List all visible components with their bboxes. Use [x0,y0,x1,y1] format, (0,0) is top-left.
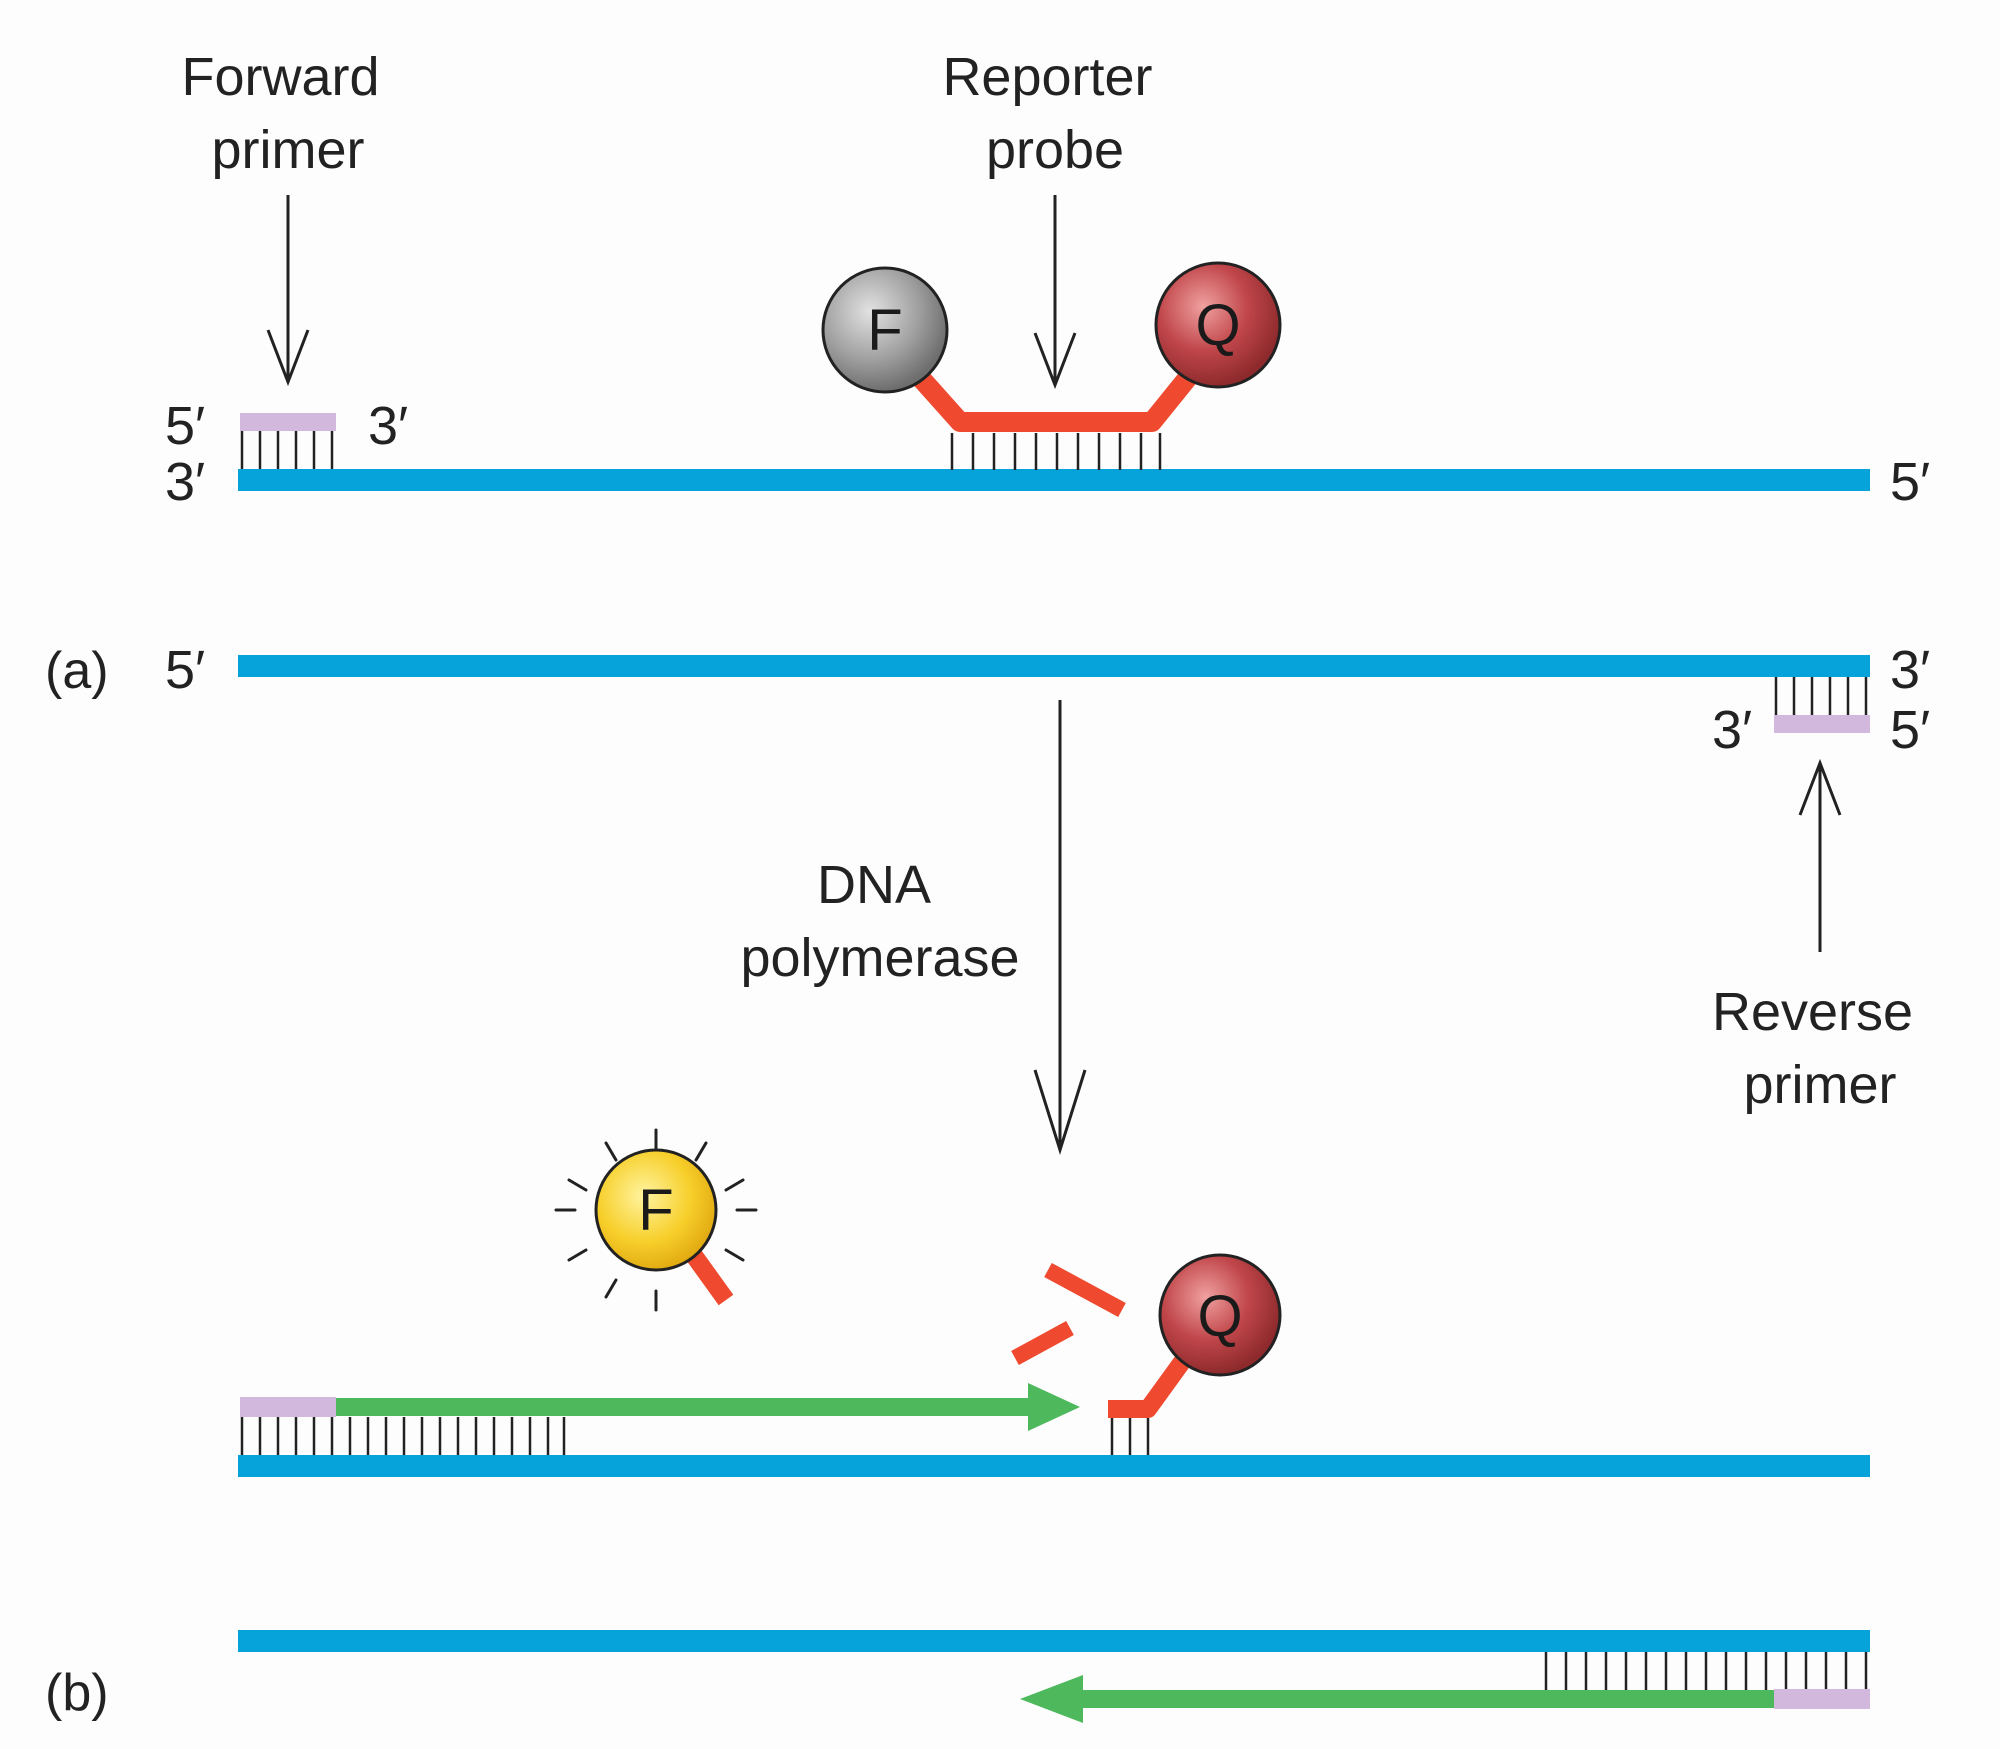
new-strand-forward [336,1398,1036,1416]
released-probe-fragment-fluor [682,1244,734,1306]
fluorophore-label: F [867,298,902,363]
reverse-primer-base-pairs [1774,677,1868,715]
top-strand-primer-5prime: 5′ [165,396,205,456]
forward-primer-3prime: 3′ [368,396,408,456]
forward-primer-label: Forward primer [181,47,394,180]
template-strand-bottom [238,655,1870,677]
remaining-probe [1108,1356,1190,1418]
dna-polymerase-label: DNA polymerase [740,855,1019,988]
reverse-primer-extended [1774,1689,1870,1709]
quencher-label: Q [1195,293,1240,358]
reporter-probe-label: Reporter probe [942,47,1167,180]
probe-base-pairs [950,433,1162,470]
reverse-primer-label: Reverse primer [1712,982,1928,1115]
new-strand-forward-base-pairs [240,1417,566,1457]
bottom-strand-3prime-right: 3′ [1890,640,1930,700]
dna-polymerase-arrowhead [1033,1069,1087,1156]
reverse-primer-3prime: 3′ [1712,700,1752,760]
quencher-bound-label: Q [1197,1284,1242,1349]
template-strand-b-bottom [238,1630,1870,1652]
template-strand-top [238,469,1870,491]
fluorophore-quenched-circle [821,266,949,394]
reporter-probe-arrowhead [1033,332,1077,390]
probe-fragment-2 [1011,1320,1074,1366]
reverse-primer-arrowhead [1798,758,1842,816]
template-strand-b-top [238,1455,1870,1477]
new-strand-forward-arrowhead [1028,1383,1080,1431]
probe-fragment-1 [1044,1262,1126,1318]
quencher-bound-circle [1158,1253,1282,1377]
fluorophore-active-circle [594,1148,718,1272]
reporter-probe [910,368,1198,432]
reverse-primer-5prime: 5′ [1890,700,1930,760]
panel-b-label: (b) [45,1664,109,1722]
fluorophore-active-label: F [638,1178,673,1243]
forward-primer-arrowhead [266,329,310,387]
panel-a-label: (a) [45,642,109,700]
forward-primer-base-pairs [240,431,334,470]
new-strand-reverse-base-pairs [1544,1652,1868,1690]
forward-primer-extended [240,1397,336,1417]
reverse-primer [1774,715,1870,733]
fluorescence-rays [554,1128,758,1312]
new-strand-reverse-arrowhead [1020,1675,1083,1723]
bottom-strand-5prime-left: 5′ [165,640,205,700]
top-strand-3prime-left: 3′ [165,452,205,512]
new-strand-reverse [1075,1690,1775,1708]
quencher-circle [1154,261,1282,389]
top-strand-5prime-right: 5′ [1890,452,1930,512]
forward-primer [240,413,336,431]
remaining-probe-base-pairs [1110,1418,1150,1457]
